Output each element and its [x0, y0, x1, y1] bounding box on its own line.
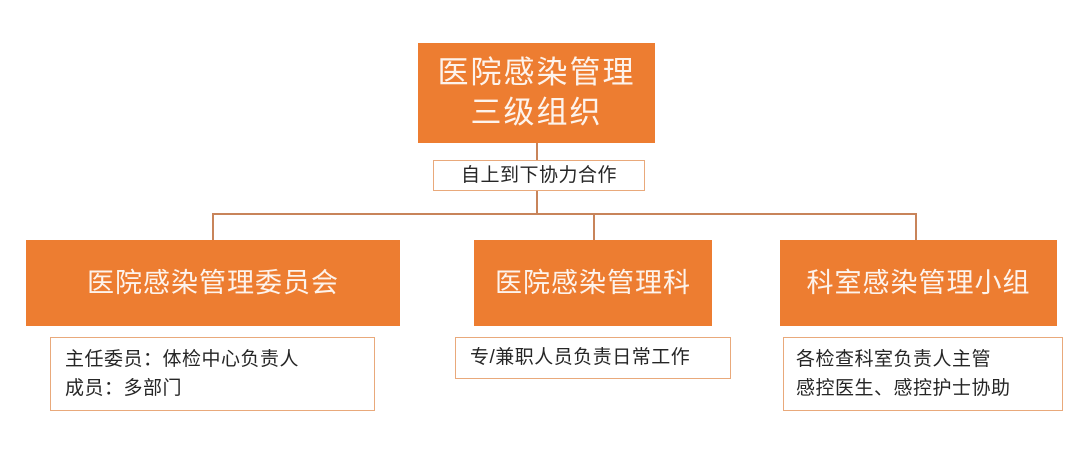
- branch-node-3[interactable]: 科室感染管理小组: [780, 240, 1057, 326]
- branch-node-1[interactable]: 医院感染管理委员会: [26, 240, 400, 326]
- connector-label-to-bus: [536, 191, 538, 215]
- branch-node-2-title: 医院感染管理科: [495, 267, 691, 298]
- branch-detail-3-line-2: 感控医生、感控护士协助: [796, 378, 1011, 399]
- connector-root-to-label: [536, 143, 538, 160]
- branch-detail-1-line-2: 成员：多部门: [65, 378, 183, 399]
- branch-node-2[interactable]: 医院感染管理科: [474, 240, 712, 326]
- branch-detail-box-3: 各检查科室负责人主管 感控医生、感控护士协助: [783, 337, 1063, 411]
- root-node[interactable]: 医院感染管理 三级组织: [418, 43, 655, 143]
- root-node-line-2: 三级组织: [470, 95, 603, 130]
- branch-node-1-title: 医院感染管理委员会: [87, 267, 339, 298]
- branch-detail-2-line-1: 专/兼职人员负责日常工作: [470, 347, 691, 369]
- connector-drop-branch-1: [212, 213, 214, 240]
- branch-detail-box-1: 主任委员：体检中心负责人 成员：多部门: [50, 337, 375, 411]
- link-label-box: 自上到下协力合作: [433, 160, 645, 191]
- root-node-line-1: 医院感染管理: [437, 55, 636, 91]
- link-label-text: 自上到下协力合作: [460, 164, 617, 186]
- root-node-text: 医院感染管理 三级组织: [438, 53, 636, 132]
- connector-drop-branch-2: [593, 213, 595, 240]
- branch-detail-box-2: 专/兼职人员负责日常工作: [455, 337, 731, 379]
- branch-detail-1-line-1: 主任委员：体检中心负责人: [65, 348, 300, 370]
- branch-node-3-title: 科室感染管理小组: [806, 267, 1031, 298]
- connector-horizontal-bus: [212, 213, 916, 215]
- connector-drop-branch-3: [915, 213, 917, 240]
- branch-detail-3-line-1: 各检查科室负责人主管: [796, 348, 992, 370]
